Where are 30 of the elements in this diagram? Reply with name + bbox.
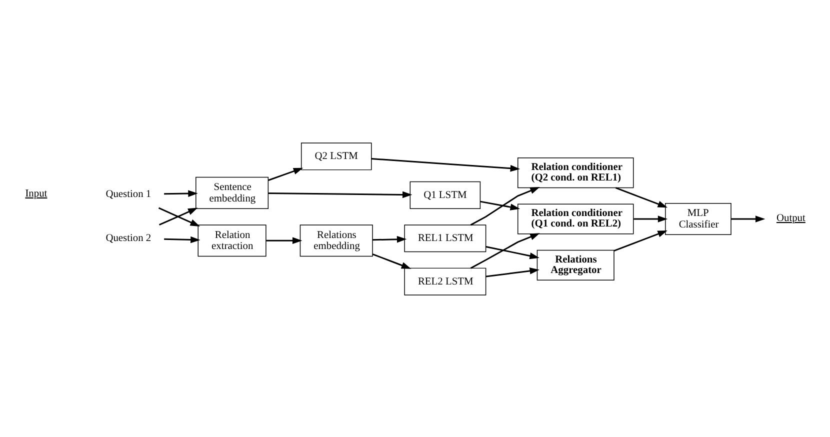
node-box: Relation conditioner (Q2 cond. on REL1) [517, 157, 634, 188]
node-box: MLP Classifier [665, 202, 732, 235]
node-text: Question 2 [106, 232, 152, 244]
arrow [164, 190, 198, 196]
node-text: Question 1 [106, 188, 152, 200]
arrow [268, 167, 304, 180]
arrow [372, 252, 412, 268]
label: Input [25, 188, 48, 199]
arrow [268, 190, 412, 198]
arrow [371, 158, 520, 172]
arrow [266, 236, 302, 244]
node-box: Relation conditioner (Q1 cond. on REL2) [517, 203, 634, 234]
node-box: REL2 LSTM [404, 267, 486, 295]
arrow [164, 236, 200, 243]
node-box: Q1 LSTM [410, 180, 481, 208]
arrow [614, 230, 668, 252]
node-box: Relation extraction [198, 224, 266, 256]
arrow [480, 200, 520, 210]
node-box: Q2 LSTM [300, 142, 372, 170]
arrow [731, 215, 766, 222]
node-text: Output [776, 212, 806, 224]
arrow [470, 232, 540, 268]
arrow [486, 267, 540, 277]
node-box: Sentence embedding [196, 176, 269, 208]
node-box: REL1 LSTM [404, 224, 486, 252]
node-box: Relations embedding [300, 224, 373, 256]
node-box: Relations Aggregator [536, 249, 614, 280]
arrow [486, 245, 540, 259]
arrow [634, 215, 668, 222]
arrow [372, 235, 407, 242]
